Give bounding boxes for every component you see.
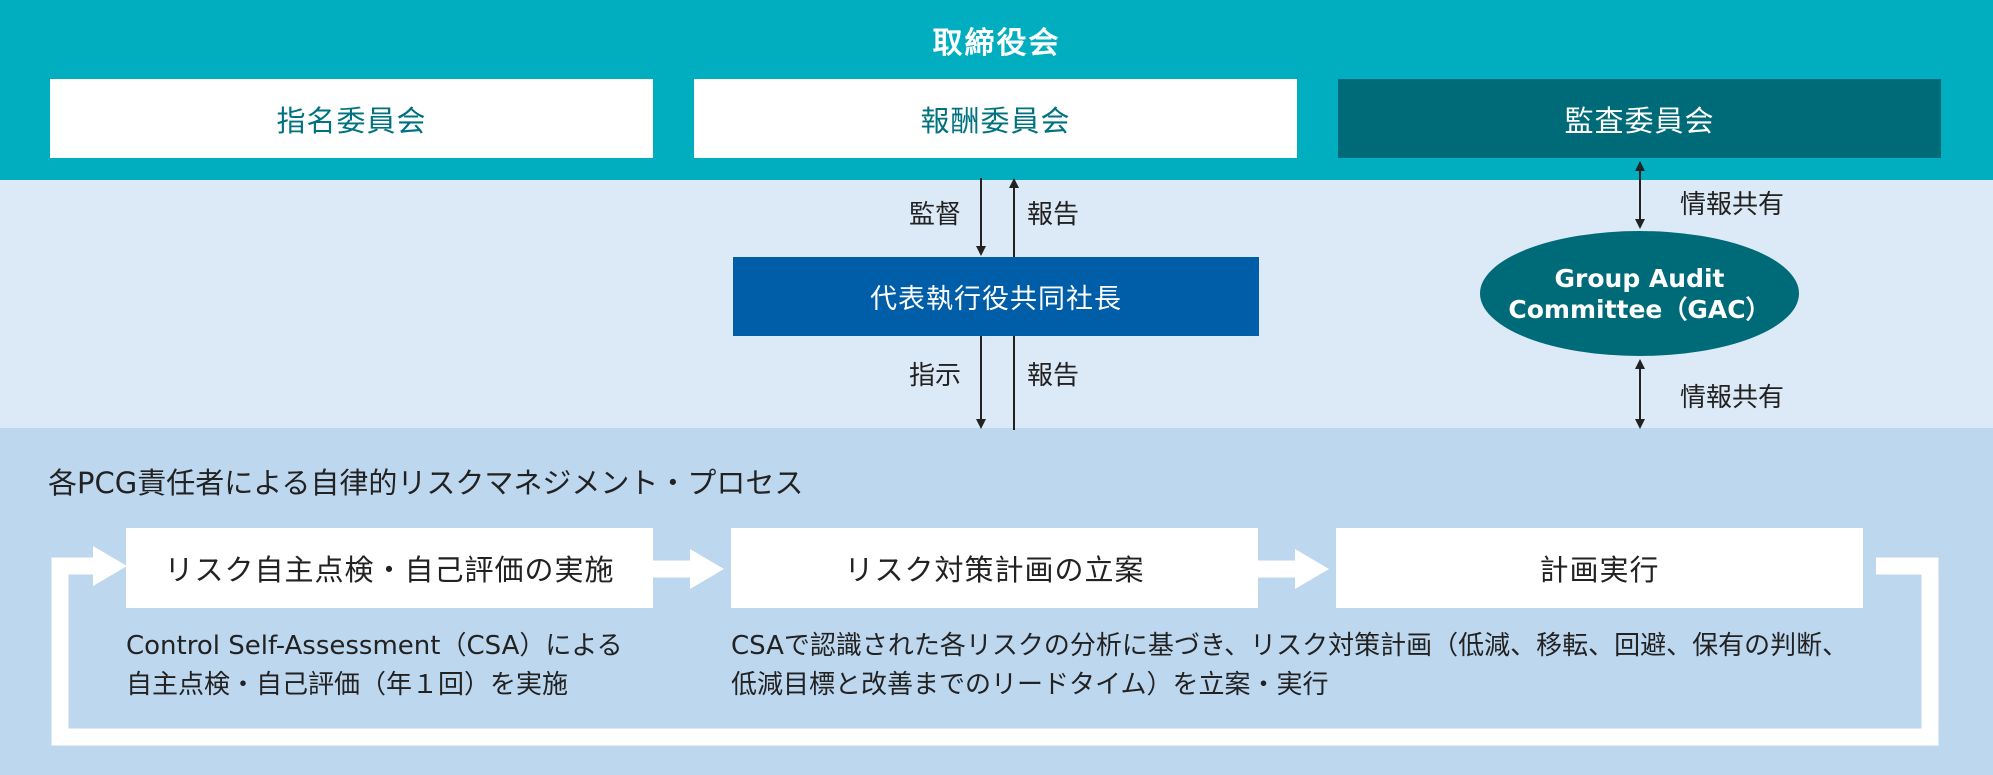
gac-ellipse: Group Audit Committee（GAC） — [1480, 231, 1799, 356]
gac-line1: Group Audit — [1554, 263, 1725, 293]
step-execute-box: 計画実行 — [1336, 528, 1863, 608]
report-up-label: 報告 — [1027, 200, 1080, 230]
info-share-top-label: 情報共有 — [1680, 190, 1785, 220]
plan-description-line1: CSAで認識された各リスクの分析に基づき、リスク対策計画（低減、移転、回避、保有… — [731, 631, 1849, 661]
plan-description: CSAで認識された各リスクの分析に基づき、リスク対策計画（低減、移転、回避、保有… — [731, 627, 1848, 705]
info-share-bottom-label: 情報共有 — [1680, 383, 1785, 413]
supervise-label: 監督 — [909, 200, 962, 230]
co-ceo-box: 代表執行役共同社長 — [733, 257, 1259, 336]
csa-description-line1: Control Self-Assessment（CSA）による — [126, 631, 623, 661]
report-down-label: 報告 — [1027, 361, 1080, 391]
nomination-committee-box: 指名委員会 — [50, 79, 653, 158]
step-plan-box: リスク対策計画の立案 — [731, 528, 1258, 608]
csa-description: Control Self-Assessment（CSA）による 自主点検・自己評… — [126, 627, 623, 705]
instruct-label: 指示 — [909, 361, 962, 391]
plan-description-line2: 低減目標と改善までのリードタイム）を立案・実行 — [731, 670, 1329, 700]
board-title: 取締役会 — [932, 26, 1061, 61]
compensation-committee-box: 報酬委員会 — [694, 79, 1297, 158]
gac-line2: Committee（GAC） — [1508, 294, 1771, 324]
process-loop-arrow — [51, 546, 1939, 746]
process-title: 各PCG責任者による自律的リスクマネジメント・プロセス — [48, 466, 804, 500]
step-self-assessment-box: リスク自主点検・自己評価の実施 — [126, 528, 653, 608]
csa-description-line2: 自主点検・自己評価（年１回）を実施 — [126, 670, 569, 700]
audit-committee-box: 監査委員会 — [1338, 79, 1941, 158]
